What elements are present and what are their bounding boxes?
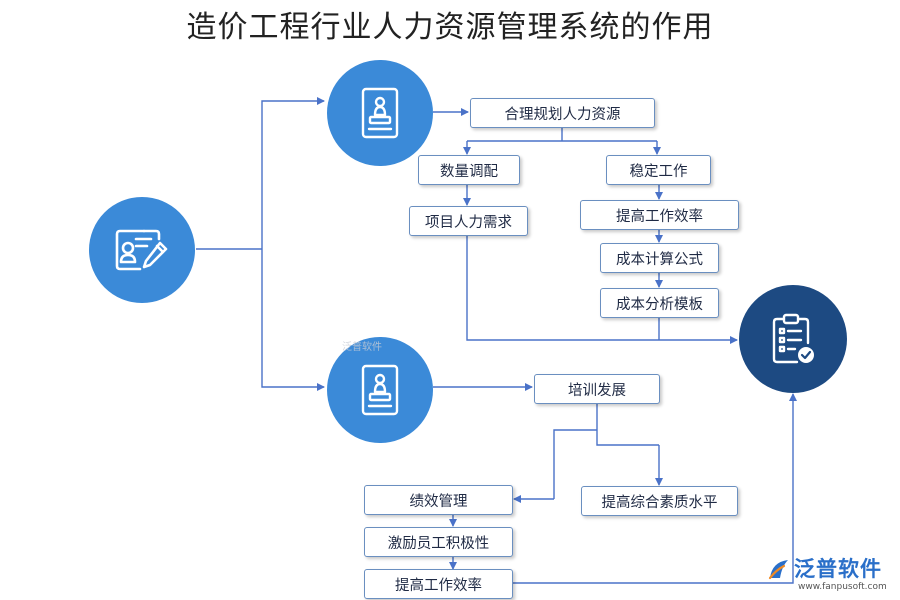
node-quality: 提高综合素质水平 [581, 486, 738, 516]
edge-plan-split [467, 127, 657, 142]
node-performance: 绩效管理 [364, 485, 513, 515]
edge-main-to-bottom [261, 249, 325, 391]
edge-demand-to-goal [466, 235, 738, 344]
brand-url: www.fanpusoft.com [798, 582, 887, 592]
main-circle [89, 197, 195, 303]
id-badge-icon [361, 364, 399, 416]
top-branch-circle [327, 60, 433, 166]
node-efficiency-top: 提高工作效率 [580, 200, 739, 230]
node-efficiency-bottom: 提高工作效率 [364, 569, 513, 599]
goal-circle [739, 285, 847, 393]
page-title: 造价工程行业人力资源管理系统的作用 [186, 10, 714, 45]
brand-name: 泛普软件 [794, 557, 882, 581]
node-motivate: 激励员工积极性 [364, 527, 513, 557]
node-stable: 稳定工作 [606, 155, 711, 185]
brand-logo-icon [768, 560, 788, 580]
id-badge-icon [361, 87, 399, 139]
node-training: 培训发展 [534, 374, 660, 404]
node-plan: 合理规划人力资源 [470, 98, 655, 128]
node-project-demand: 项目人力需求 [409, 206, 528, 236]
edge-efficiency-to-goal [513, 393, 797, 584]
brand-logo: 泛普软件 www.fanpusoft.com [766, 553, 896, 599]
resume-pen-icon [115, 229, 168, 271]
clipboard-check-icon [772, 313, 814, 364]
node-cost-template: 成本分析模板 [600, 288, 719, 318]
faint-watermark: 泛普软件 [342, 342, 382, 353]
node-quantity: 数量调配 [418, 155, 520, 185]
edge-training-split [553, 403, 659, 499]
node-cost-formula: 成本计算公式 [600, 243, 719, 273]
edge-main-to-top [261, 97, 325, 249]
bottom-branch-circle [327, 337, 433, 443]
